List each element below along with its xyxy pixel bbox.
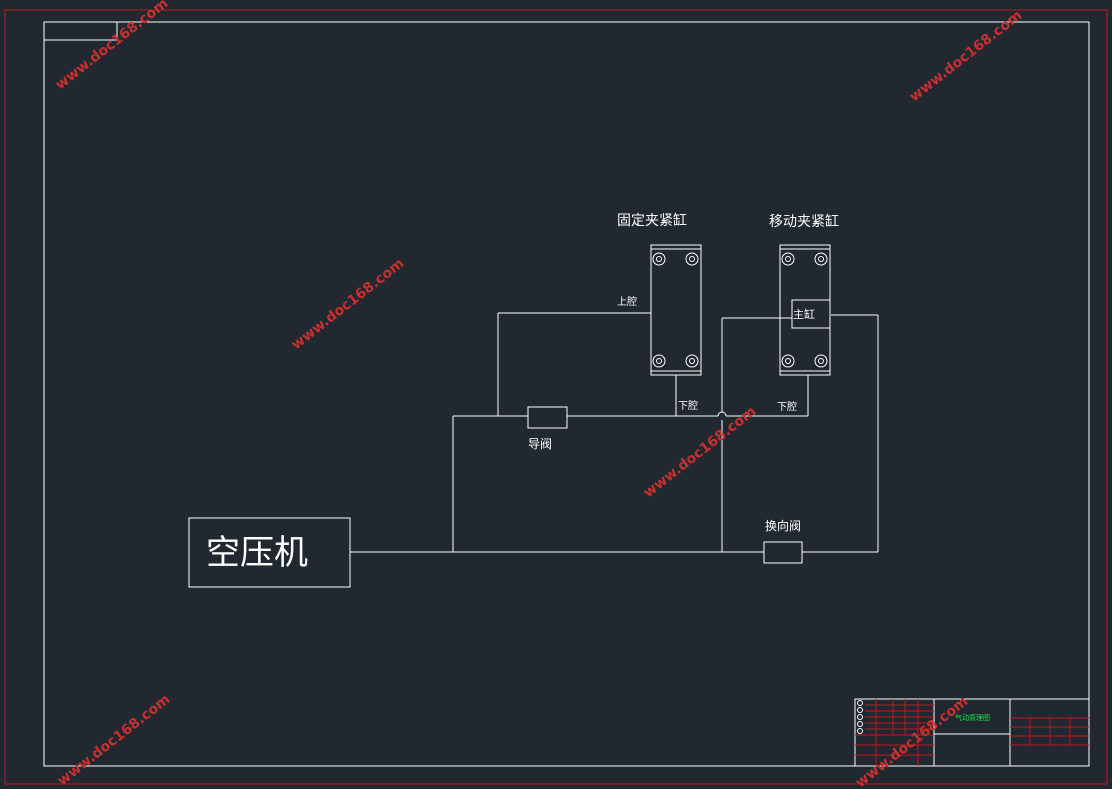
upper-chamber-label: 上腔 (617, 295, 637, 308)
revision-grid (855, 699, 934, 766)
moving-clamping-cylinder (779, 244, 831, 376)
top-left-stamp-box (44, 22, 118, 41)
fixed-clamping-cylinder (650, 244, 702, 376)
fixed-cylinder-title: 固定夹紧缸 (617, 212, 687, 229)
info-grid (1010, 717, 1089, 746)
cylinder-bolt-icon (781, 252, 828, 368)
moving-cylinder-title: 移动夹紧缸 (769, 213, 839, 230)
moving-lower-chamber-label: 下腔 (777, 400, 797, 413)
title-block: 气动原理图 (854, 698, 1090, 767)
main-cylinder-box (791, 299, 831, 329)
drawing-title-text: 气动原理图 (955, 713, 990, 722)
cylinder-bolt-icon (652, 252, 699, 368)
drawing-frame (43, 21, 1090, 767)
main-cylinder-label: 主缸 (793, 307, 815, 321)
fixed-lower-chamber-label: 下腔 (678, 399, 698, 412)
guide-valve-label: 导阀 (528, 437, 552, 451)
reversing-valve-label: 换向阀 (765, 518, 801, 533)
sheet-outer-border (4, 9, 1108, 785)
guide-valve-symbol (527, 406, 568, 429)
reversing-valve-symbol (763, 541, 803, 564)
air-compressor-label: 空压机 (206, 533, 308, 573)
